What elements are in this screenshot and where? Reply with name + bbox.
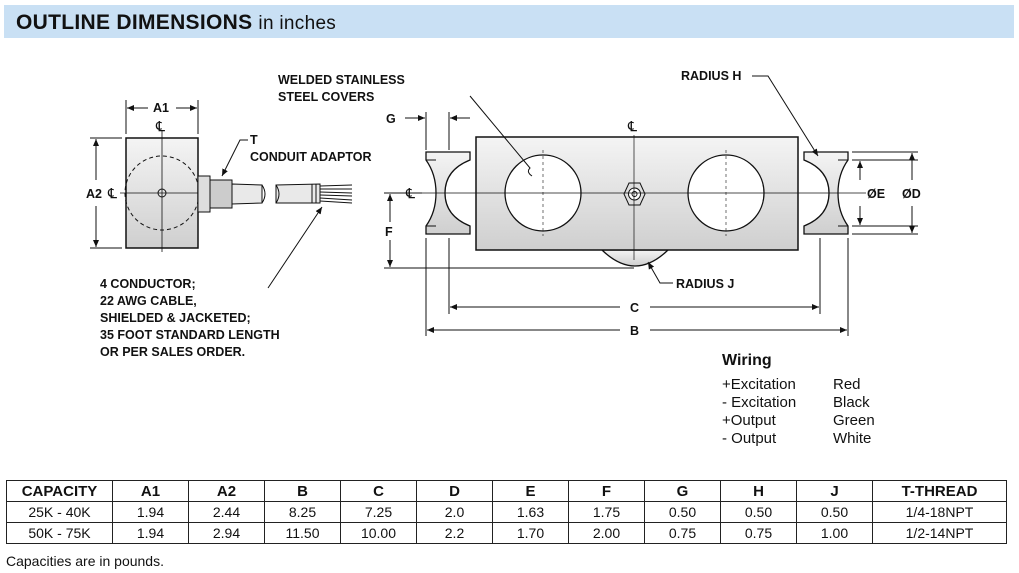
wiring-color: Red bbox=[833, 376, 861, 393]
t-label: T bbox=[250, 133, 258, 147]
a2-label: A2 bbox=[86, 187, 102, 201]
wiring-row: - Excitation Black bbox=[722, 394, 875, 412]
wiring-color: White bbox=[833, 430, 872, 447]
table-cell: 1/4-18NPT bbox=[872, 501, 1007, 523]
table-cell: 1.94 bbox=[112, 522, 189, 544]
table-header-cell: D bbox=[416, 480, 493, 502]
table-cell: 1.70 bbox=[492, 522, 569, 544]
table-cell: 7.25 bbox=[340, 501, 417, 523]
table-header-cell: J bbox=[796, 480, 873, 502]
end-view bbox=[90, 100, 353, 289]
table-cell: 0.50 bbox=[720, 501, 797, 523]
wiring-color: Black bbox=[833, 394, 870, 411]
title-unit: in inches bbox=[258, 13, 337, 34]
side-view bbox=[384, 75, 918, 336]
wiring-title: Wiring bbox=[722, 352, 772, 369]
conduit-label: CONDUIT ADAPTOR bbox=[250, 150, 372, 164]
covers-label-line: WELDED STAINLESS bbox=[278, 73, 405, 87]
wiring-color: Green bbox=[833, 412, 875, 429]
table-header-cell: A2 bbox=[188, 480, 265, 502]
covers-label-line: STEEL COVERS bbox=[278, 90, 374, 104]
b-label: B bbox=[630, 324, 639, 338]
radius-h-label: RADIUS H bbox=[681, 69, 741, 83]
table-row: 25K - 40K 1.94 2.44 8.25 7.25 2.0 1.63 1… bbox=[6, 501, 1007, 523]
outline-drawing: A1 ℄ A2 ℄ T CONDUIT ADAPTOR 4 CONDUCTOR;… bbox=[86, 69, 921, 359]
table-cell: 2.2 bbox=[416, 522, 493, 544]
cable-note-line: OR PER SALES ORDER. bbox=[100, 345, 245, 359]
table-cell: 2.00 bbox=[568, 522, 645, 544]
e-label: ØE bbox=[867, 187, 885, 201]
wiring-row: - Output White bbox=[722, 430, 875, 448]
table-header-cell: CAPACITY bbox=[6, 480, 113, 502]
table-header-cell: B bbox=[264, 480, 341, 502]
table-cell: 0.50 bbox=[644, 501, 721, 523]
wiring-signal: - Excitation bbox=[722, 394, 797, 411]
radius-j-label: RADIUS J bbox=[676, 277, 734, 291]
table-header-cell: T-THREAD bbox=[872, 480, 1007, 502]
table-cell: 2.0 bbox=[416, 501, 493, 523]
g-label: G bbox=[386, 112, 396, 126]
table-header-cell: C bbox=[340, 480, 417, 502]
table-row: 50K - 75K 1.94 2.94 11.50 10.00 2.2 1.70… bbox=[6, 522, 1007, 544]
cable-note-line: 22 AWG CABLE, bbox=[100, 294, 197, 308]
table-cell: 8.25 bbox=[264, 501, 341, 523]
table-cell: 10.00 bbox=[340, 522, 417, 544]
table-cell: 2.44 bbox=[188, 501, 265, 523]
c-label: C bbox=[630, 301, 639, 315]
table-header-cell: F bbox=[568, 480, 645, 502]
table-cell: 1/2-14NPT bbox=[872, 522, 1007, 544]
dimensions-table: CAPACITY A1 A2 B C D E F G H J T-THREAD … bbox=[6, 480, 1007, 544]
wiring-row: +Excitation Red bbox=[722, 376, 875, 394]
table-header-row: CAPACITY A1 A2 B C D E F G H J T-THREAD bbox=[6, 480, 1007, 502]
wiring-signal: - Output bbox=[722, 430, 777, 447]
d-label: ØD bbox=[902, 187, 921, 201]
cable-note-line: 35 FOOT STANDARD LENGTH bbox=[100, 328, 280, 342]
title-text: OUTLINE DIMENSIONS bbox=[16, 11, 253, 34]
table-cell: 11.50 bbox=[264, 522, 341, 544]
table-header-cell: A1 bbox=[112, 480, 189, 502]
cable-notes: 4 CONDUCTOR; 22 AWG CABLE, SHIELDED & JA… bbox=[100, 277, 280, 359]
f-label: F bbox=[385, 225, 393, 239]
a1-centerline-symbol: ℄ bbox=[155, 118, 165, 134]
table-cell: 1.75 bbox=[568, 501, 645, 523]
top-centerline-symbol: ℄ bbox=[627, 118, 637, 134]
table-cell: 1.94 bbox=[112, 501, 189, 523]
table-cell: 2.94 bbox=[188, 522, 265, 544]
side-centerline-symbol: ℄ bbox=[405, 185, 415, 201]
cable-note-line: 4 CONDUCTOR; bbox=[100, 277, 196, 291]
table-cell: 0.75 bbox=[644, 522, 721, 544]
table-cell: 0.75 bbox=[720, 522, 797, 544]
a1-label: A1 bbox=[153, 101, 169, 115]
table-cell: 0.50 bbox=[796, 501, 873, 523]
wiring-signal: +Output bbox=[722, 412, 776, 429]
cable-note-line: SHIELDED & JACKETED; bbox=[100, 311, 251, 325]
table-header-cell: H bbox=[720, 480, 797, 502]
table-header-cell: E bbox=[492, 480, 569, 502]
table-header-cell: G bbox=[644, 480, 721, 502]
table-cell: 50K - 75K bbox=[6, 522, 113, 544]
capacity-note: Capacities are in pounds. bbox=[6, 553, 164, 569]
table-cell: 1.00 bbox=[796, 522, 873, 544]
table-cell: 1.63 bbox=[492, 501, 569, 523]
wiring-row: +Output Green bbox=[722, 412, 875, 430]
wiring-signal: +Excitation bbox=[722, 376, 796, 393]
table-cell: 25K - 40K bbox=[6, 501, 113, 523]
a2-centerline-symbol: ℄ bbox=[107, 185, 117, 201]
